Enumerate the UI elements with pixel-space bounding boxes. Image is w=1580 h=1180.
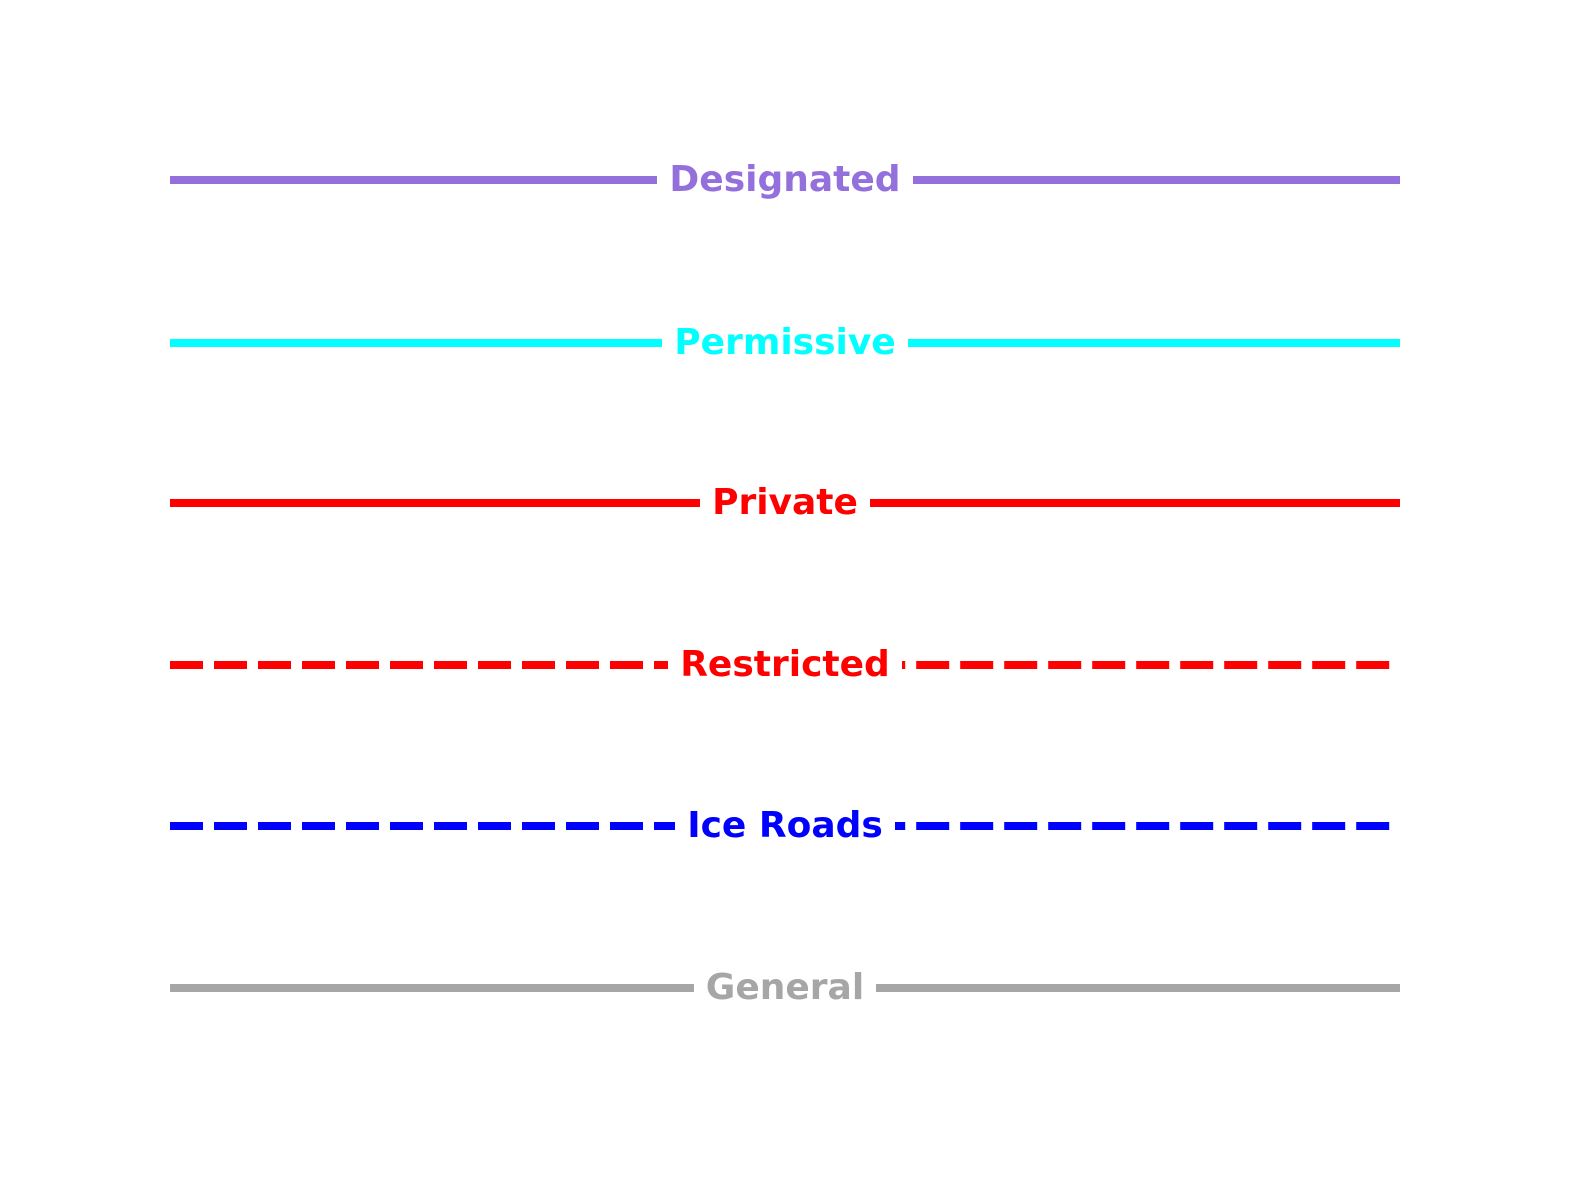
legend-row: Permissive <box>170 313 1401 373</box>
legend-line-sample-right <box>907 339 1401 347</box>
legend-line-sample-right <box>876 984 1400 992</box>
legend-label: Designated <box>669 159 901 200</box>
legend-line-sample-right <box>869 499 1400 507</box>
legend-label: Private <box>712 482 858 523</box>
legend-line-sample-right <box>912 176 1400 184</box>
legend-line-sample-right <box>894 822 1401 830</box>
legend-row: Restricted <box>170 635 1401 695</box>
legend-line-sample-left <box>170 822 676 830</box>
legend-row: General <box>170 958 1400 1018</box>
legend-row: Ice Roads <box>170 796 1401 856</box>
legend-label: General <box>705 967 865 1008</box>
legend-row: Designated <box>170 150 1400 210</box>
legend-line-sample-left <box>170 499 701 507</box>
legend-line-sample-right <box>901 661 1401 669</box>
legend-line-sample-left <box>170 984 694 992</box>
legend-line-sample-left <box>170 176 658 184</box>
legend-line-sample-left <box>170 661 669 669</box>
legend-line-sample-left <box>170 339 663 347</box>
legend-row: Private <box>170 473 1400 533</box>
legend-label: Restricted <box>680 644 890 685</box>
legend-label: Permissive <box>674 322 896 363</box>
legend-label: Ice Roads <box>687 805 883 846</box>
